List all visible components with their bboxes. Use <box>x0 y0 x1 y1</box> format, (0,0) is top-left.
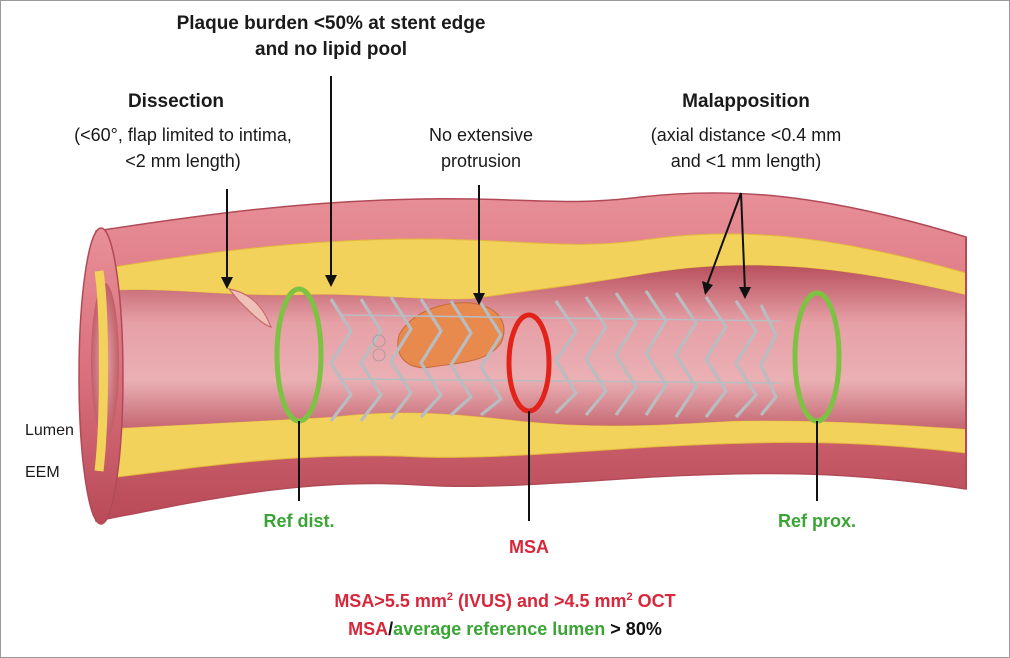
footer-msa-thresholds: MSA>5.5 mm2 (IVUS) and >4.5 mm2 OCT <box>1 591 1009 612</box>
footer-ratio-threshold: > 80% <box>605 619 662 639</box>
footer-ivus-oct-value: (IVUS) and >4.5 mm <box>452 591 627 611</box>
ref-prox-label: Ref prox. <box>777 511 856 531</box>
malapposition-pointer-right <box>740 192 746 292</box>
plaque-title-line2: and no lipid pool <box>255 39 407 60</box>
stent <box>329 290 782 422</box>
dissection-flap <box>227 288 272 328</box>
lumen-label: Lumen <box>25 422 74 439</box>
protrusion-line1: No extensive <box>428 125 534 145</box>
protrusion-line2: protrusion <box>440 151 522 171</box>
malapposition-detail-line2: and <1 mm length) <box>670 151 822 171</box>
plaque-title-line1: Plaque burden <50% at stent edge <box>176 13 486 34</box>
malapposition-detail-line1: (axial distance <0.4 mm <box>650 125 842 145</box>
eem-label: EEM <box>25 464 60 481</box>
tissue-protrusion <box>397 302 505 369</box>
footer-ratio: MSA/average reference lumen > 80% <box>1 619 1009 640</box>
footer-sup-1: 2 <box>446 591 453 603</box>
dissection-detail-line1: (<60°, flap limited to intima, <box>74 125 292 145</box>
footer-msa-ivus-value: MSA>5.5 mm <box>334 591 447 611</box>
malapposition-pointer-left <box>706 192 742 286</box>
footer-sup-2: 2 <box>626 591 633 603</box>
dissection-title: Dissection <box>127 91 225 112</box>
malapposition-title: Malapposition <box>682 91 810 112</box>
dissection-detail-line2: <2 mm length) <box>125 151 241 171</box>
footer-ratio-reference: average reference lumen <box>393 619 606 639</box>
footer-oct-label: OCT <box>632 591 676 611</box>
footer-ratio-slash: / <box>388 619 394 639</box>
ref-dist-label: Ref dist. <box>263 511 335 531</box>
footer-ratio-msa: MSA <box>348 619 389 639</box>
msa-label: MSA <box>509 537 549 557</box>
